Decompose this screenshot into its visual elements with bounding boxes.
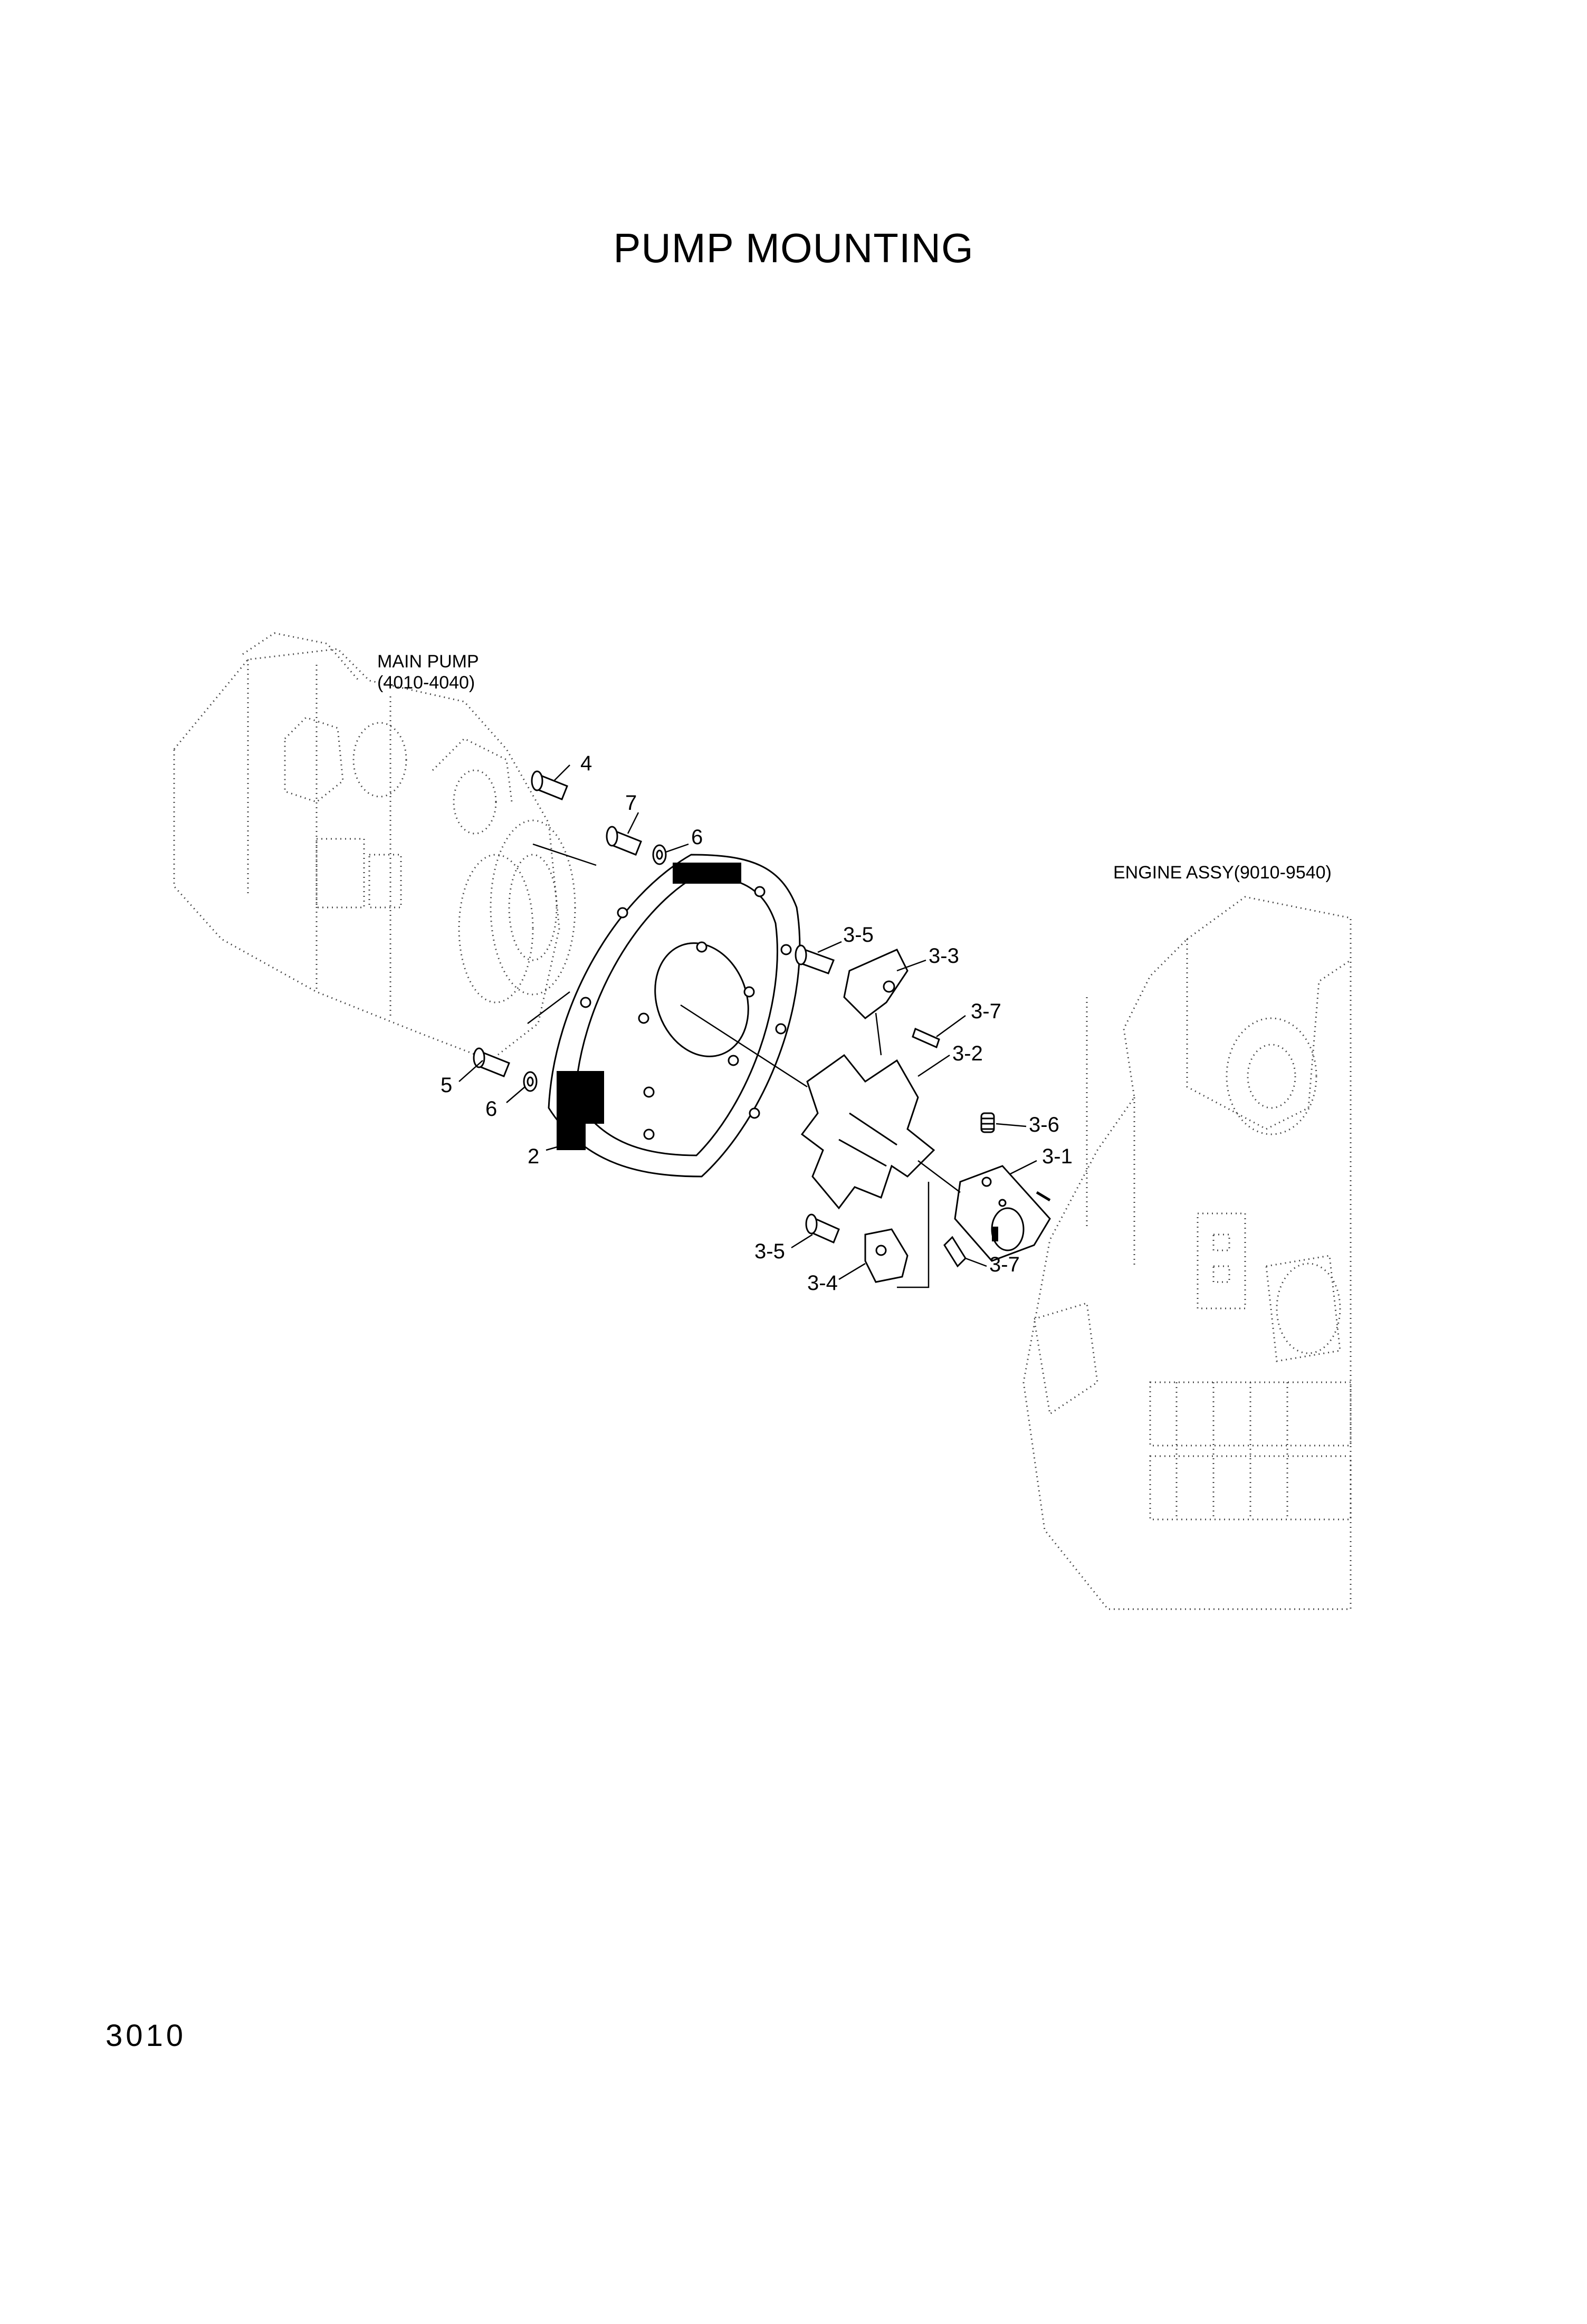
engine-assy-label: ENGINE ASSY(9010-9540)	[1113, 863, 1332, 883]
main-pump-ref-label: (4010-4040)	[377, 673, 475, 693]
redaction-block-top	[673, 863, 741, 884]
callout-3-3: 3-3	[929, 944, 959, 968]
mounting-plate	[548, 854, 801, 1178]
callout-5: 5	[441, 1074, 452, 1097]
pin-3-7-bottom	[943, 1236, 967, 1268]
callout-6-top: 6	[691, 826, 703, 849]
page-title: PUMP MOUNTING	[613, 225, 974, 271]
bolt-5	[473, 1047, 510, 1077]
engine-outline	[1022, 896, 1352, 1610]
callout-7: 7	[625, 791, 637, 815]
callout-3-7-top: 3-7	[971, 1000, 1001, 1023]
washer-6-bottom	[523, 1071, 538, 1092]
callout-6-bottom: 6	[485, 1097, 497, 1121]
pin-3-7-top	[912, 1027, 940, 1049]
coupling-element-3-2	[800, 1054, 935, 1210]
coupling-segment-3-4	[864, 1228, 909, 1283]
coupling-segment-3-3	[843, 949, 909, 1019]
bolt-3-5-bottom	[805, 1213, 840, 1244]
redaction-block-left	[557, 1071, 604, 1150]
bolt-4	[531, 770, 568, 800]
main-pump-label: MAIN PUMP	[377, 652, 479, 672]
callout-3-5-bottom: 3-5	[754, 1240, 785, 1263]
callout-2: 2	[528, 1145, 539, 1168]
callout-3-5-top: 3-5	[843, 923, 874, 946]
bolt-3-5-top	[795, 944, 835, 974]
callout-3-7-bottom: 3-7	[989, 1253, 1020, 1276]
callout-3-6: 3-6	[1029, 1113, 1059, 1136]
callout-3-2: 3-2	[952, 1042, 983, 1065]
hub-3-1	[954, 1165, 1051, 1262]
callout-4: 4	[580, 752, 592, 775]
washer-6-top	[652, 844, 667, 865]
setscrew-3-6	[980, 1112, 995, 1133]
callout-3-4: 3-4	[807, 1271, 838, 1295]
bolt-7	[606, 826, 642, 856]
page-number: 3010	[106, 2019, 187, 2053]
main-pump-outline	[173, 632, 576, 1061]
callout-3-1: 3-1	[1042, 1145, 1073, 1168]
